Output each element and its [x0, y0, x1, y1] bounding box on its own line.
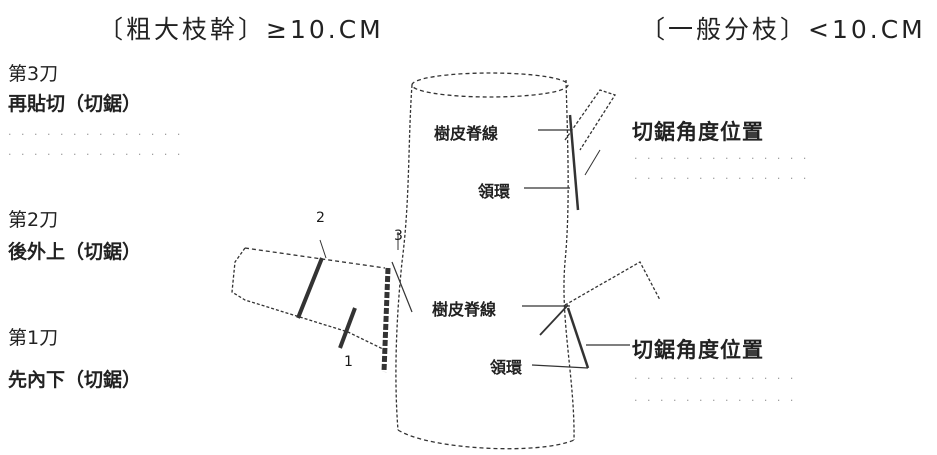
header-right: 〔一般分枝〕<10.CM — [640, 15, 926, 44]
angle-top-faint-1: · · · · · · · · · · · · · · — [634, 152, 810, 165]
cut-3-subtitle: 再貼切（切鋸） — [8, 93, 142, 115]
lower-branch-ridge — [539, 304, 569, 336]
cut-3-line — [381, 267, 391, 373]
trunk-top-ellipse — [411, 72, 569, 98]
angle-bottom-faint-1: · · · · · · · · · · · · · — [634, 372, 797, 385]
header-left: 〔粗大枝幹〕≥10.CM — [98, 15, 384, 44]
label-collar-top: 領環 — [478, 182, 511, 201]
mark-3: 3 — [394, 228, 403, 244]
cut-3-faint-note-2: · · · · · · · · · · · · · · — [8, 148, 184, 161]
lower-branch-cut — [566, 307, 590, 369]
label-angle-bottom: 切鋸角度位置 — [632, 338, 764, 362]
upper-branch — [564, 89, 616, 151]
angle-bottom-faint-2: · · · · · · · · · · · · · — [634, 394, 797, 407]
large-limb-outline — [231, 247, 386, 351]
leader-collar-bottom — [531, 364, 589, 369]
cut-1-line — [338, 307, 357, 349]
cut-2-line — [296, 257, 324, 319]
cut-3-title: 第3刀 — [8, 63, 59, 85]
lower-branch — [564, 261, 661, 306]
cut-1-title: 第1刀 — [8, 327, 59, 349]
label-angle-top: 切鋸角度位置 — [632, 120, 764, 144]
label-bark-ridge-top: 樹皮脊線 — [434, 124, 499, 143]
upper-branch-cut — [568, 114, 580, 211]
label-collar-bottom: 領環 — [490, 358, 523, 377]
angle-top-faint-2: · · · · · · · · · · · · · · — [634, 172, 810, 185]
mark-1: 1 — [344, 354, 353, 370]
cut-2-subtitle: 後外上（切鋸） — [8, 241, 142, 263]
trunk-bottom — [397, 429, 575, 450]
cut-2-title: 第2刀 — [8, 209, 59, 231]
trunk-outline-left — [395, 84, 413, 431]
mark-2: 2 — [316, 210, 325, 226]
cut-1-subtitle: 先內下（切鋸） — [8, 369, 142, 391]
label-bark-ridge-bottom: 樹皮脊線 — [432, 300, 497, 319]
trunk-outline-right — [563, 79, 575, 441]
cut-3-faint-note-1: · · · · · · · · · · · · · · — [8, 128, 184, 141]
large-limb-top-edge — [244, 247, 386, 269]
